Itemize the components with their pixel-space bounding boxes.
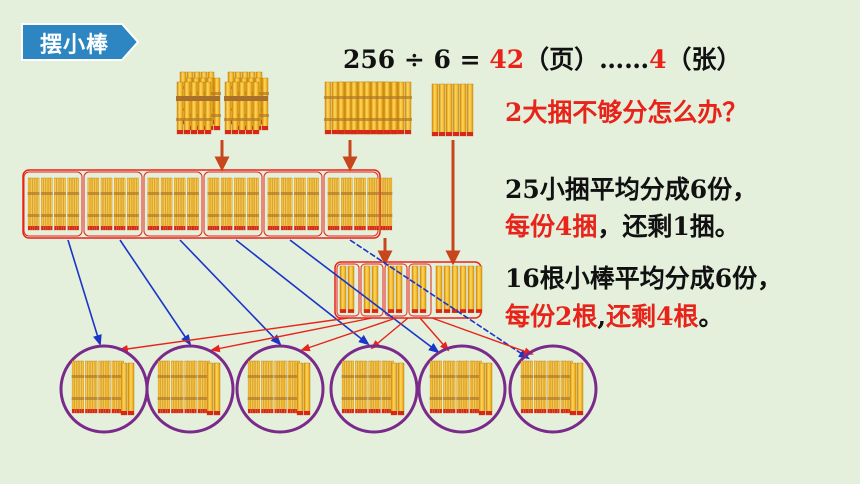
equation-unit-pages: （页）…… <box>524 45 650 74</box>
share-circle-2 <box>145 344 235 434</box>
title-tag: 摆小棒 <box>18 22 140 62</box>
equation: 256 ÷ 6 = 42（页）……4（张） <box>343 40 742 76</box>
step2-line2: 每份2根,还剩4根。 <box>505 297 724 333</box>
share-circle-6 <box>508 344 598 434</box>
unbundled-row <box>22 169 392 239</box>
share-circle-5 <box>417 344 507 434</box>
equation-unit-sheets: （张） <box>666 45 742 74</box>
step2-highlight-b: 还剩4根 <box>606 302 699 331</box>
step2-end: 。 <box>698 302 724 331</box>
equation-remainder: 4 <box>649 45 667 74</box>
share-circles <box>59 344 598 434</box>
red-arrows <box>118 317 534 356</box>
down-arrows <box>214 140 461 266</box>
equation-quotient: 42 <box>489 45 525 74</box>
step1-rest: ，还剩1捆。 <box>597 212 740 241</box>
step2-sep: , <box>597 302 607 331</box>
share-circle-3 <box>235 344 325 434</box>
step1-highlight: 每份4捆 <box>505 212 598 241</box>
single-sticks-top <box>431 83 474 137</box>
question-text: 2大捆不够分怎么办？ <box>505 98 748 127</box>
step1-line1: 25小捆平均分成6份， <box>505 175 758 204</box>
small-bundles-top <box>324 82 412 134</box>
big-bundles <box>176 72 269 134</box>
title-label: 摆小棒 <box>40 33 110 58</box>
step2-highlight-a: 每份2根 <box>505 302 598 331</box>
step2-line1: 16根小棒平均分成6份， <box>505 264 783 293</box>
share-circle-4 <box>329 344 419 434</box>
share-circle-1 <box>59 344 149 434</box>
equation-lhs: 256 ÷ 6 = <box>343 45 481 74</box>
step1-line2: 每份4捆，还剩1捆。 <box>505 207 740 243</box>
blue-arrows <box>67 239 530 360</box>
